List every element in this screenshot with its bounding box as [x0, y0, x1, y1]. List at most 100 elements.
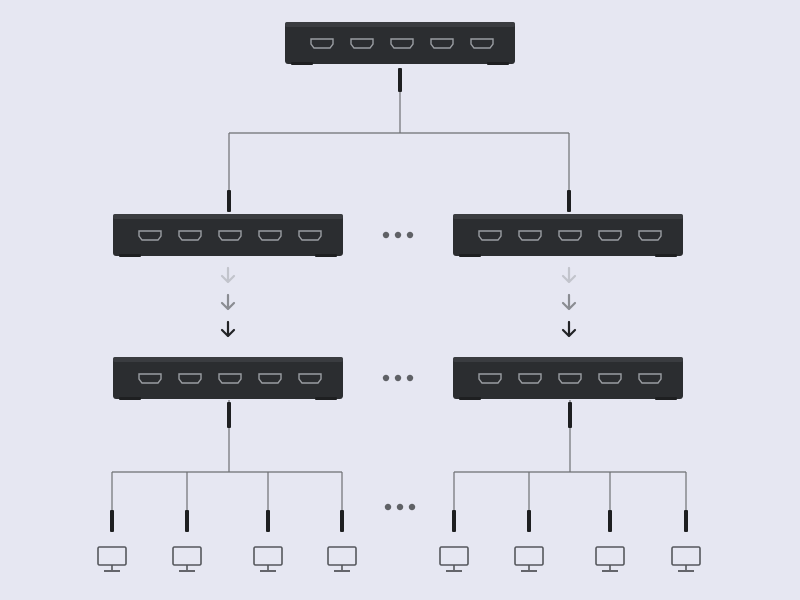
- monitor-screen: [595, 546, 625, 566]
- ellipsis-dot: [396, 503, 404, 511]
- cable-plug-icon: [527, 510, 531, 532]
- arrow-shape: [220, 266, 236, 284]
- cable-plug-icon: [110, 510, 114, 532]
- ellipsis-dot: [406, 231, 414, 239]
- hdmi-port-icon: [518, 373, 542, 384]
- hdmi-splitter-icon: [113, 357, 343, 400]
- monitor-icon: [595, 546, 625, 572]
- device-body: [285, 22, 515, 64]
- arrow-down-icon: [220, 320, 236, 338]
- device-top-edge: [285, 22, 515, 27]
- device-foot: [119, 397, 141, 400]
- ellipsis-icon: [382, 231, 414, 239]
- monitor-screen: [97, 546, 127, 566]
- ellipsis-dot: [384, 503, 392, 511]
- ellipsis-icon: [382, 374, 414, 382]
- hdmi-port-icon: [390, 38, 414, 49]
- device-foot: [487, 62, 509, 65]
- hdmi-port-icon: [430, 38, 454, 49]
- device-top-edge: [453, 214, 683, 219]
- monitor-screen: [671, 546, 701, 566]
- cable-plug-icon: [398, 68, 402, 92]
- device-body: [453, 357, 683, 399]
- ellipsis-dot: [394, 231, 402, 239]
- monitor-icon: [97, 546, 127, 572]
- devices-layer: [113, 22, 683, 400]
- monitors-layer: [97, 546, 701, 572]
- hdmi-port-icon: [258, 230, 282, 241]
- monitor-icon: [327, 546, 357, 572]
- hdmi-port-icon: [138, 230, 162, 241]
- cable-plug-icon: [227, 190, 231, 212]
- arrow-down-icon: [561, 266, 577, 284]
- ellipsis-layer: [382, 231, 416, 511]
- monitor-icon: [671, 546, 701, 572]
- hdmi-splitter-icon: [453, 357, 683, 400]
- hdmi-port-icon: [178, 373, 202, 384]
- device-foot: [655, 254, 677, 257]
- hdmi-port-icon: [298, 373, 322, 384]
- cable-plug-icon: [608, 510, 612, 532]
- device-top-edge: [113, 214, 343, 219]
- arrows-layer: [220, 266, 577, 338]
- hdmi-port-icon: [638, 373, 662, 384]
- device-top-edge: [453, 357, 683, 362]
- ellipsis-dot: [394, 374, 402, 382]
- hdmi-port-icon: [178, 230, 202, 241]
- hdmi-port-icon: [598, 373, 622, 384]
- arrow-shape: [561, 293, 577, 311]
- wires-layer: [110, 68, 688, 532]
- hdmi-port-icon: [558, 373, 582, 384]
- hdmi-port-icon: [218, 373, 242, 384]
- ellipsis-dot: [382, 231, 390, 239]
- device-foot: [315, 254, 337, 257]
- device-body: [453, 214, 683, 256]
- cable-plug-icon: [340, 510, 344, 532]
- monitor-screen: [253, 546, 283, 566]
- arrow-down-icon: [561, 293, 577, 311]
- ellipsis-dot: [408, 503, 416, 511]
- hdmi-port-icon: [478, 373, 502, 384]
- arrow-shape: [561, 266, 577, 284]
- hdmi-splitter-icon: [453, 214, 683, 257]
- hdmi-port-icon: [138, 373, 162, 384]
- hdmi-port-icon: [598, 230, 622, 241]
- device-foot: [459, 397, 481, 400]
- hdmi-port-icon: [218, 230, 242, 241]
- hdmi-port-icon: [558, 230, 582, 241]
- monitor-screen: [439, 546, 469, 566]
- monitor-screen: [514, 546, 544, 566]
- hdmi-port-icon: [470, 38, 494, 49]
- hdmi-port-icon: [518, 230, 542, 241]
- monitor-icon: [439, 546, 469, 572]
- hdmi-port-icon: [350, 38, 374, 49]
- hdmi-port-icon: [638, 230, 662, 241]
- monitor-icon: [514, 546, 544, 572]
- cable-plug-icon: [568, 402, 572, 428]
- cable-plug-icon: [227, 402, 231, 428]
- ellipsis-dot: [382, 374, 390, 382]
- monitor-icon: [172, 546, 202, 572]
- device-foot: [291, 62, 313, 65]
- device-body: [113, 214, 343, 256]
- cable-plug-icon: [567, 190, 571, 212]
- hdmi-splitter-icon: [113, 214, 343, 257]
- hdmi-splitter-icon: [285, 22, 515, 65]
- cable-plug-icon: [185, 510, 189, 532]
- monitor-icon: [253, 546, 283, 572]
- monitor-screen: [172, 546, 202, 566]
- device-foot: [655, 397, 677, 400]
- device-foot: [119, 254, 141, 257]
- hdmi-port-icon: [258, 373, 282, 384]
- hdmi-port-icon: [298, 230, 322, 241]
- ellipsis-dot: [406, 374, 414, 382]
- arrow-shape: [220, 320, 236, 338]
- cable-plug-icon: [452, 510, 456, 532]
- arrow-shape: [220, 293, 236, 311]
- arrow-shape: [561, 320, 577, 338]
- device-foot: [315, 397, 337, 400]
- cable-plug-icon: [684, 510, 688, 532]
- device-top-edge: [113, 357, 343, 362]
